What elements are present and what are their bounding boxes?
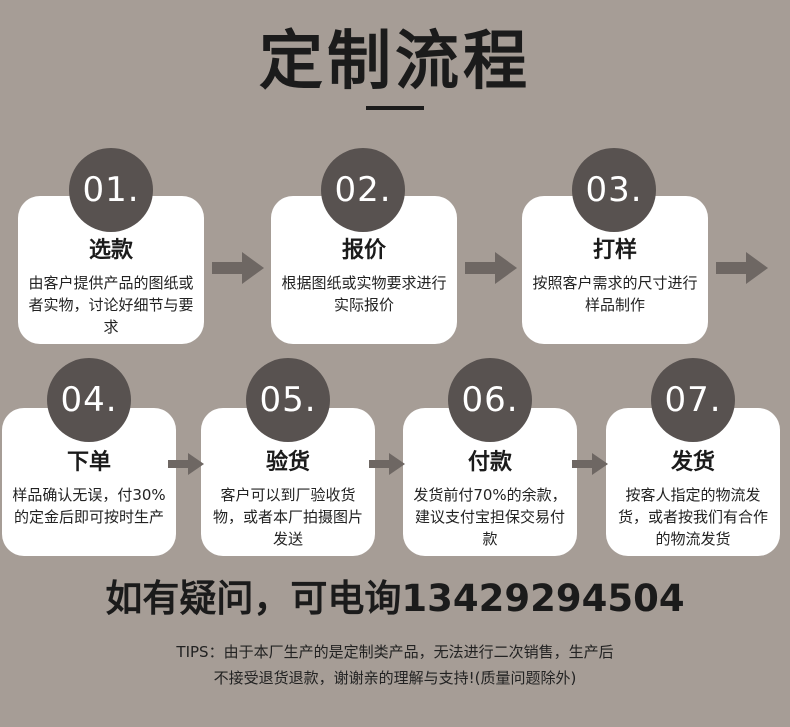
step-number-badge: 03. (572, 148, 656, 232)
arrow-right-icon (572, 453, 608, 475)
step-heading: 打样 (592, 238, 637, 263)
step-heading: 验货 (265, 450, 310, 475)
arrow-right-icon (212, 252, 264, 284)
step-description: 根据图纸或实物要求进行实际报价 (281, 274, 447, 314)
step-card-07: 发货 按客人指定的物流发货，或者按我们有合作的物流发货 (606, 408, 780, 556)
step-description: 由客户提供产品的图纸或者实物，讨论好细节与要求 (28, 274, 194, 336)
step-description: 按客人指定的物流发货，或者按我们有合作的物流发货 (617, 486, 768, 548)
arrow-right-icon (716, 252, 768, 284)
contact-line: 如有疑问，可电询13429294504 (105, 577, 685, 620)
step-description: 发货前付70%的余款，建议支付宝担保交易付款 (413, 486, 567, 548)
step-number-badge: 05. (246, 358, 330, 442)
title-underline (366, 106, 424, 110)
step-description: 样品确认无误，付30%的定金后即可按时生产 (12, 486, 166, 526)
step-heading: 报价 (341, 238, 386, 263)
arrow-right-icon (168, 453, 204, 475)
step-number-badge: 01. (69, 148, 153, 232)
step-number-badge: 02. (321, 148, 405, 232)
step-description: 按照客户需求的尺寸进行样品制作 (532, 274, 698, 314)
arrow-right-icon (369, 453, 405, 475)
tips-line-2: 不接受退货退款，谢谢亲的理解与支持!(质量问题除外) (213, 669, 577, 687)
arrow-right-icon (465, 252, 517, 284)
step-description: 客户可以到厂验收货物，或者本厂拍摄图片发送 (212, 486, 363, 548)
tips-line-1: TIPS：由于本厂生产的是定制类产品，无法进行二次销售，生产后 (176, 643, 614, 661)
step-number-badge: 07. (651, 358, 735, 442)
step-number-badge: 04. (47, 358, 131, 442)
step-number-badge: 06. (448, 358, 532, 442)
page-title: 定制流程 (259, 25, 531, 99)
step-heading: 发货 (670, 450, 715, 475)
step-heading: 下单 (66, 450, 111, 475)
step-heading: 付款 (467, 450, 512, 475)
step-heading: 选款 (88, 238, 133, 263)
